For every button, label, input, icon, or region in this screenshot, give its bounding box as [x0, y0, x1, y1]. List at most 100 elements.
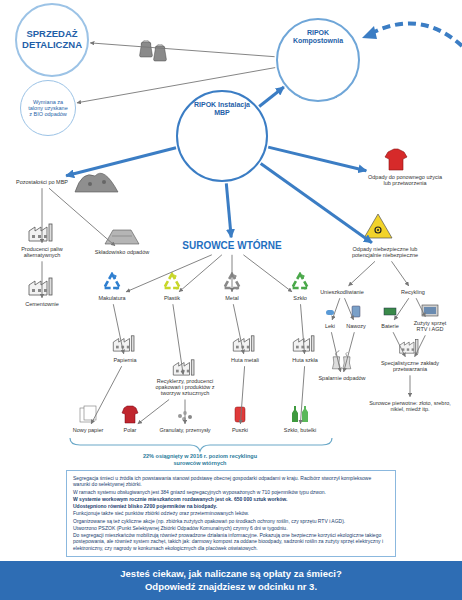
product-icons — [235, 407, 245, 422]
flow-arrow — [91, 366, 122, 424]
recycling-symbols — [104, 274, 120, 289]
flow-arrow — [332, 298, 340, 320]
flow-arrow — [349, 261, 375, 286]
label-node: Specjalistyczne zakłady przetwarzania — [375, 359, 445, 374]
node-text: Puszki — [232, 427, 248, 433]
hazard-symbol — [375, 227, 381, 233]
residue-pile — [75, 173, 118, 192]
recycling-symbols — [164, 274, 180, 289]
hazard-symbol — [377, 229, 379, 231]
label-node: Leki — [324, 322, 336, 330]
node-text: Baterie — [381, 323, 398, 329]
flow-arrow — [268, 147, 366, 171]
flow-arrow — [392, 261, 409, 286]
label-node: Pozostałości po MBP — [15, 178, 69, 186]
factory-icons — [173, 360, 194, 375]
flow-arrow — [261, 164, 372, 243]
node-text: SPRZEDAŻ DETALICZNA — [22, 29, 82, 51]
node-text: Unieszkodliwianie — [320, 289, 364, 295]
circle-node: Wymiana za talony uzyskane z BIO odpadów — [20, 80, 76, 136]
circle-node: RIPOK Instalacja MBP — [176, 90, 268, 182]
label-node: Unieszkodliwianie — [319, 288, 365, 296]
label-node: Papiernia — [112, 356, 137, 364]
landfill-icon — [112, 236, 132, 237]
label-node: Składowisko odpadów — [94, 248, 150, 256]
footer-band: Jesteś ciekaw, jak naliczane są opłaty z… — [0, 561, 462, 600]
bracket — [70, 438, 332, 451]
node-text: W systemie workowym rocznie mieszkańcom … — [73, 496, 389, 502]
heading-node: SUROWCE WTÓRNE — [181, 239, 282, 253]
node-text: Nawozy — [346, 323, 366, 329]
dashed-arrow — [370, 23, 462, 46]
flow-arrow — [344, 332, 355, 372]
node-text: Zużyty sprzęt RTV i AGD — [409, 320, 451, 333]
recycling-symbols — [104, 274, 308, 289]
flow-arrow — [66, 148, 176, 176]
label-node: Polar — [123, 426, 138, 434]
label-node: Cementownie — [24, 300, 60, 308]
hazard-symbol — [364, 214, 392, 238]
flow-arrow — [415, 335, 426, 356]
label-node: Nawozy — [345, 322, 367, 330]
node-text: Składowisko odpadów — [95, 249, 149, 255]
hazard-items — [384, 308, 396, 315]
hazard-items — [326, 305, 438, 317]
residue-pile — [102, 180, 106, 184]
node-text: SUROWCE WTÓRNE — [182, 240, 281, 252]
node-text: Metal — [225, 295, 238, 301]
circle-node: RIPOK Kompostownia — [276, 18, 360, 102]
label-node: Recykling — [400, 288, 426, 296]
node-text: Udostępniono również blisko 2200 pojemni… — [73, 503, 389, 509]
label-node: Recyklerzy, producenci opakowań i produk… — [148, 377, 222, 398]
shirt-icon — [385, 149, 407, 170]
label-node: Spalarnie odpadów — [317, 374, 366, 382]
residue-pile — [75, 173, 118, 192]
node-text: Surowce pierwotne: złoto, srebro, nikiel… — [366, 400, 454, 413]
product-icons — [122, 406, 138, 423]
flow-arrow — [138, 400, 169, 424]
node-text: RIPOK Kompostownia — [288, 29, 348, 45]
hazard-items — [326, 310, 334, 315]
node-text: Recyklerzy, producenci opakowań i produk… — [149, 378, 221, 397]
node-text: Huta metali — [231, 357, 259, 363]
flow-arrow — [113, 304, 123, 354]
node-text: Do segregacji mieszkańców mobilizują rów… — [73, 532, 389, 551]
label-node: Baterie — [380, 322, 399, 330]
product-icons — [188, 415, 192, 419]
label-node: Makulatura — [97, 294, 126, 302]
node-text: Plastik — [164, 295, 180, 301]
node-text: Nowy papier — [73, 427, 104, 433]
flow-arrow — [90, 43, 274, 57]
node-text: Odpowiedź znajdziesz w odcinku nr 3. — [6, 581, 456, 593]
node-text: Jesteś ciekaw, jak naliczane są opłaty z… — [6, 568, 456, 580]
node-text: Spalarnie odpadów — [318, 375, 365, 381]
incinerator-icon — [332, 350, 350, 368]
flow-arrow — [233, 304, 243, 354]
hazard-items — [424, 307, 436, 314]
factory-icons — [113, 336, 134, 351]
node-text: Odpady do ponownego użycia lub przetworz… — [366, 174, 444, 187]
bracket-label: 22% osiągnięty w 2016 r. poziom recyklin… — [135, 453, 265, 466]
flow-arrow — [300, 366, 304, 424]
product-icons — [292, 406, 298, 422]
circle-node: SPRZEDAŻ DETALICZNA — [15, 3, 89, 77]
label-node: Plastik — [163, 294, 181, 302]
node-text: Odpady niebezpieczne lub potencjalnie ni… — [340, 246, 430, 259]
flow-arrow — [185, 400, 186, 424]
node-text: W ramach systemu obsługiwanych jest 384 … — [73, 489, 389, 495]
flow-arrow — [259, 87, 284, 107]
label-node: Odpady niebezpieczne lub potencjalnie ni… — [339, 245, 431, 260]
node-text: Szkło — [293, 295, 306, 301]
flow-arrow — [49, 188, 115, 246]
bio-bags — [140, 40, 153, 57]
flow-arrow — [394, 298, 409, 320]
label-node: Surowce pierwotne: złoto, srebro, nikiel… — [365, 399, 455, 414]
flow-arrow — [232, 255, 233, 292]
node-text: Recykling — [401, 289, 425, 295]
flow-arrow — [173, 304, 183, 374]
bracket — [70, 438, 332, 451]
label-node: Nowy papier — [72, 426, 105, 434]
node-text: RIPOK Instalacja MBP — [188, 101, 256, 117]
flow-arrow — [301, 304, 305, 354]
